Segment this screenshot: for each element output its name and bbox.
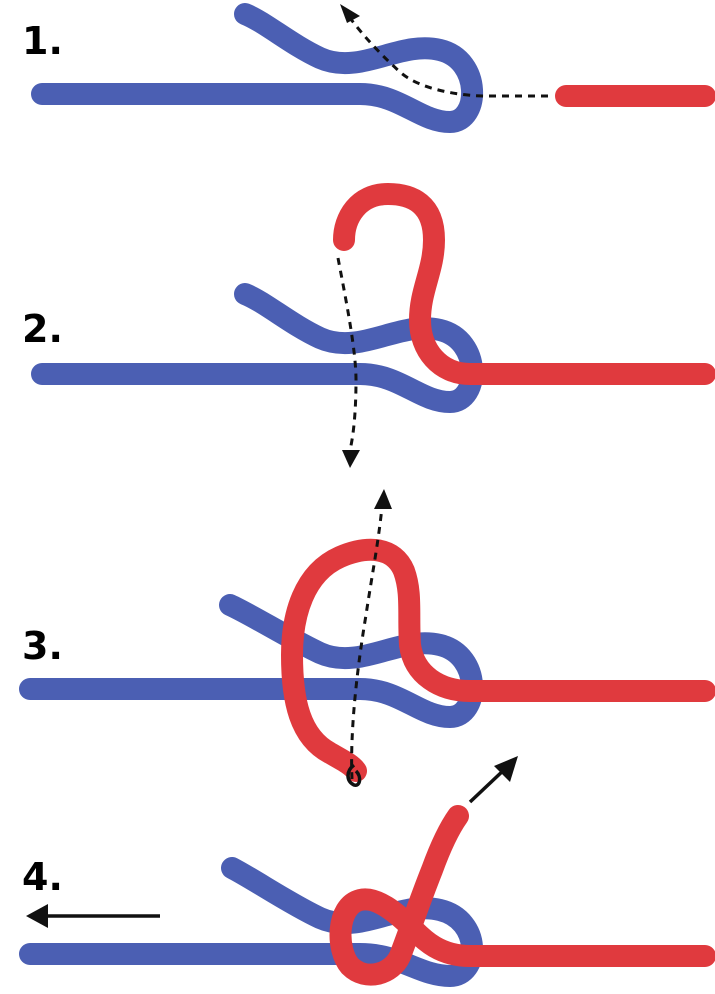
step-1-arrowhead [340, 4, 360, 23]
step-4-label: 4. [22, 855, 63, 899]
step-2-illustration [31, 183, 715, 468]
step-3: 3. [0, 475, 715, 795]
step-4-blue-rope [19, 857, 483, 987]
step-4-red-rope [329, 805, 715, 986]
step-3-arrowhead [374, 489, 392, 509]
step-3-label: 3. [22, 624, 63, 668]
step-1-blue-rope [31, 3, 483, 133]
step-3-guide-path [350, 506, 384, 780]
step-4-tag-arrowhead [494, 756, 518, 782]
step-2-red-rope [333, 183, 715, 385]
step-2: 2. [0, 180, 715, 470]
step-3-red-rope [281, 538, 715, 782]
step-2-guide-path [336, 257, 358, 451]
step-4-illustration [19, 756, 715, 987]
step-2-label: 2. [22, 307, 63, 351]
step-1-guide-path [348, 17, 548, 98]
step-3-end-curl [346, 763, 362, 787]
step-1-illustration [31, 3, 715, 133]
step-1: 1. [0, 0, 715, 170]
step-4-tag-arrow-line [468, 766, 508, 804]
step-2-blue-rope [31, 283, 483, 413]
step-2-arrowhead [342, 450, 360, 468]
step-4-pull-arrowhead [26, 904, 48, 928]
step-4: 4. [0, 756, 715, 994]
step-3-illustration [19, 489, 715, 787]
step-1-label: 1. [22, 19, 63, 63]
